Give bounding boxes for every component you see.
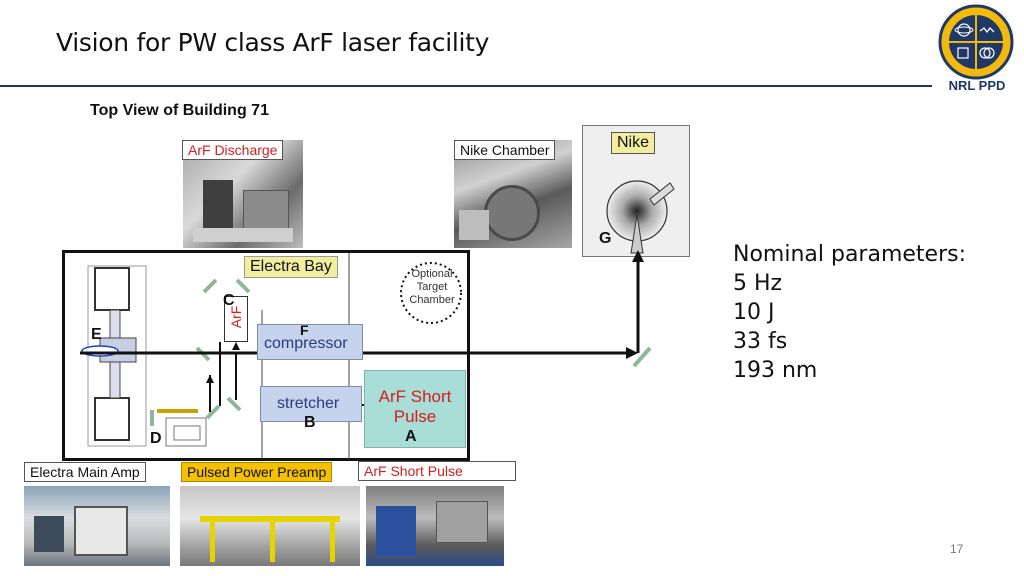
otc-line-2: Target bbox=[416, 281, 448, 293]
nike-chamber-label: Nike Chamber bbox=[454, 140, 556, 160]
slide-title: Vision for PW class ArF laser facility bbox=[56, 28, 490, 57]
title-divider bbox=[0, 85, 932, 87]
letter-c: C bbox=[223, 292, 235, 309]
letter-b: B bbox=[304, 414, 316, 431]
arf-vertical-block: ArF bbox=[224, 296, 248, 342]
arf-short-pulse-label: ArF Short Pulse bbox=[365, 387, 465, 427]
arf-short-pulse-photo-label: ArF Short Pulse bbox=[358, 461, 516, 481]
nominal-parameters: Nominal parameters: 5 Hz 10 J 33 fs 193 … bbox=[733, 240, 966, 385]
parameter-item: 33 fs bbox=[733, 329, 788, 354]
arf-discharge-label: ArF Discharge bbox=[182, 140, 284, 160]
pulsed-power-preamp-label: Pulsed Power Preamp bbox=[181, 462, 333, 482]
short-pulse-line-2: Pulse bbox=[393, 407, 437, 426]
main-beam-path bbox=[80, 250, 652, 368]
diagram-title: Top View of Building 71 bbox=[90, 102, 269, 119]
parameter-item: 193 nm bbox=[733, 358, 818, 383]
letter-e: E bbox=[91, 326, 102, 343]
nrl-ppd-logo bbox=[938, 4, 1014, 80]
electra-bay-label: Electra Bay bbox=[244, 256, 338, 278]
letter-g: G bbox=[599, 230, 612, 247]
letter-f: F bbox=[300, 322, 309, 338]
arf-short-pulse-block: ArF Short Pulse bbox=[364, 370, 466, 448]
short-pulse-line-1: ArF Short bbox=[378, 387, 452, 406]
parameter-item: 5 Hz bbox=[733, 271, 783, 296]
electra-main-amp-label: Electra Main Amp bbox=[24, 462, 146, 482]
nike-label: Nike bbox=[611, 132, 656, 154]
stretcher-label: stretcher bbox=[277, 395, 340, 412]
otc-line-3: Chamber bbox=[409, 294, 455, 306]
optional-target-chamber-label: Optional Target Chamber bbox=[404, 268, 460, 307]
page-number: 17 bbox=[950, 542, 964, 556]
letter-a: A bbox=[405, 428, 417, 445]
logo-text: NRL PPD bbox=[948, 78, 1006, 93]
pulsed-power-preamp-photo bbox=[180, 486, 360, 566]
parameter-item: 10 J bbox=[733, 300, 775, 325]
compressor-label: compressor bbox=[264, 335, 348, 352]
otc-line-1: Optional bbox=[411, 268, 453, 280]
parameters-heading: Nominal parameters: bbox=[733, 242, 967, 267]
arf-short-pulse-photo bbox=[366, 486, 504, 566]
compressor-block: compressor bbox=[257, 324, 363, 360]
letter-d: D bbox=[150, 430, 162, 447]
electra-main-amp-photo bbox=[24, 486, 170, 566]
stretcher-block: stretcher bbox=[260, 386, 362, 422]
